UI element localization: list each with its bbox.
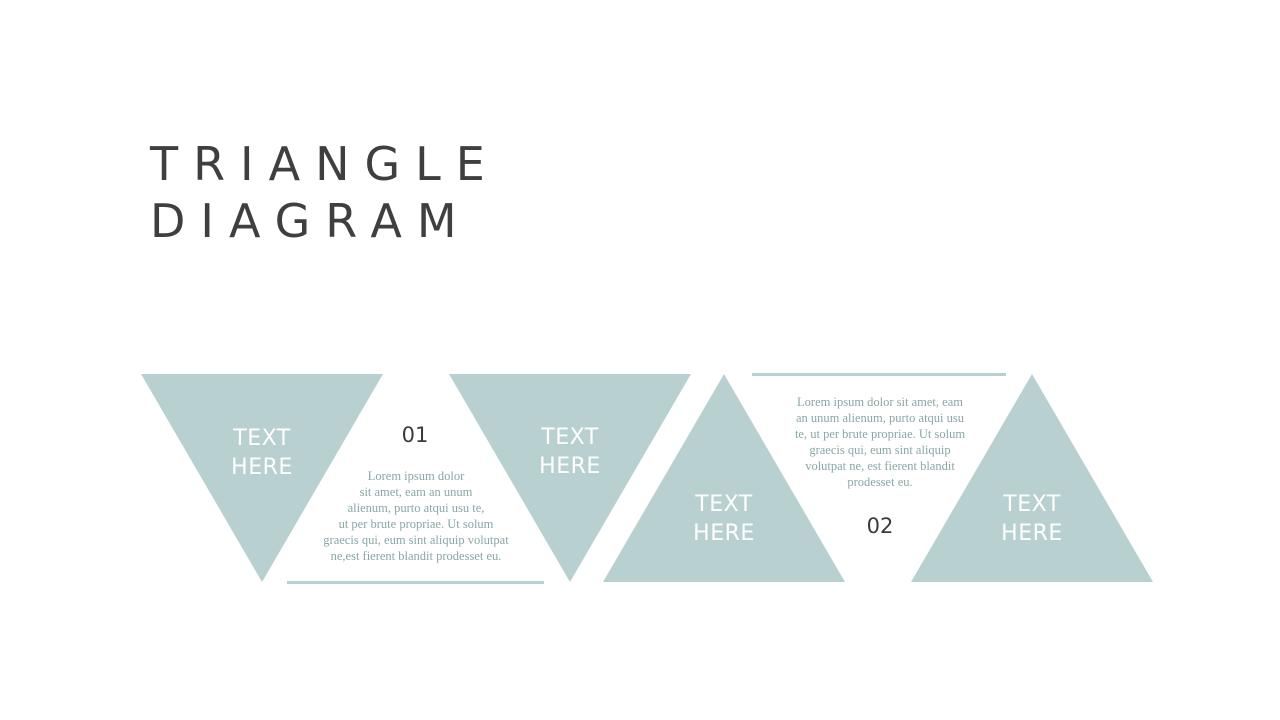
triangle-4-up — [911, 374, 1153, 582]
step-number-01: 01 — [401, 423, 429, 447]
label-line-2: HERE — [231, 455, 293, 480]
title-line-1: TRIANGLE — [150, 137, 500, 191]
triangle-3-label: TEXT HERE — [654, 490, 794, 548]
text-line: graecis qui, eum sint aliquip — [809, 443, 951, 457]
step-number-02: 02 — [866, 514, 894, 538]
label-line-1: TEXT — [541, 425, 599, 450]
page-title: TRIANGLE DIAGRAM — [150, 136, 500, 250]
triangle-4-label: TEXT HERE — [962, 490, 1102, 548]
text-line: prodesset eu. — [847, 475, 913, 489]
label-line-2: HERE — [539, 454, 601, 479]
triangle-3-up — [603, 374, 845, 582]
triangle-1-label: TEXT HERE — [192, 424, 332, 482]
triangle-2-down — [449, 374, 691, 582]
triangle-1-down — [141, 374, 383, 582]
text-line: te, ut per brute propriae. Ut solum — [794, 427, 966, 441]
text-line: graecis qui, eum sint aliquip volutpat — [323, 533, 509, 547]
text-line: alienum, purto atqui usu te, — [347, 501, 485, 515]
label-line-1: TEXT — [233, 426, 291, 451]
text-line: sit amet, eam an unum — [359, 485, 473, 499]
text-line: ne,est fierent blandit prodesset eu. — [330, 549, 502, 563]
triangle-2-label: TEXT HERE — [500, 423, 640, 481]
text-line: Lorem ipsum dolor sit amet, eam — [797, 395, 963, 409]
step-02-description: Lorem ipsum dolor sit amet, eam an unum … — [760, 394, 1000, 490]
text-line: Lorem ipsum dolor — [367, 469, 465, 483]
text-line: volutpat ne, est fierent blandit — [805, 459, 955, 473]
label-line-2: HERE — [693, 521, 755, 546]
text-line: an unum alienum, purto atqui usu — [795, 411, 965, 425]
text-line: ut per brute propriae. Ut solum — [338, 517, 494, 531]
label-line-1: TEXT — [1003, 492, 1061, 517]
step-01-description: Lorem ipsum dolor sit amet, eam an unum … — [296, 468, 536, 564]
label-line-1: TEXT — [695, 492, 753, 517]
divider-line-bottom — [287, 581, 544, 584]
label-line-2: HERE — [1001, 521, 1063, 546]
divider-line-top — [752, 373, 1006, 376]
title-line-2: DIAGRAM — [150, 194, 472, 248]
